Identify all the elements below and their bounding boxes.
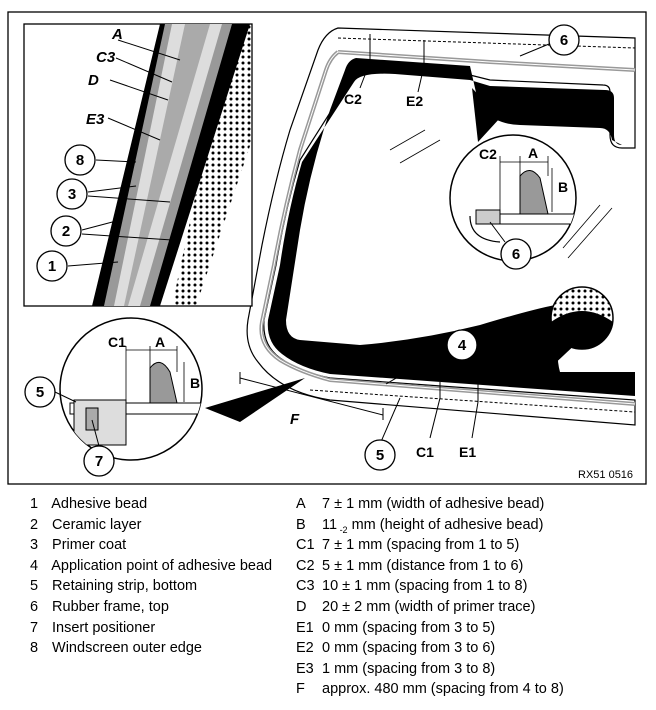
detail-letter-e3: E3 xyxy=(86,111,105,128)
legend-dimension: E1 0 mm (spacing from 3 to 5) xyxy=(296,618,651,639)
legend-item-text: Adhesive bead xyxy=(48,496,148,512)
legend-item: 3 Primer coat xyxy=(30,535,300,556)
legend-item-number: 2 xyxy=(30,516,39,533)
main-leaders xyxy=(379,43,550,445)
legend-item-text: Insert positioner xyxy=(48,619,156,636)
windscreen-glass xyxy=(246,27,636,426)
inset-left-b: B xyxy=(190,375,200,391)
legend-dimension-text: mm (height of adhesive bead) xyxy=(347,516,544,533)
legend-dimension-text: 10 ± 1 mm (spacing from 1 to 8) xyxy=(322,578,528,595)
legend-dimension: B 11 -2 mm (height of adhesive bead) xyxy=(296,515,651,536)
inset-top-section: C2 A B xyxy=(449,134,577,262)
callout-5-inset: 5 xyxy=(36,384,44,401)
legend-dimension-key: E3 xyxy=(296,660,314,677)
callout-6-top: 6 xyxy=(560,32,568,49)
inset-right-b: B xyxy=(558,179,568,195)
legend-dimension-key: E2 xyxy=(296,640,314,657)
dot-pattern-magnifier xyxy=(548,286,614,370)
legend-dimension: A 7 ± 1 mm (width of adhesive bead) xyxy=(296,494,651,515)
legend-dimension-tolerance: -2 xyxy=(337,524,348,535)
legend-item: 6 Rubber frame, top xyxy=(30,597,300,618)
legend-item-number: 5 xyxy=(30,578,39,595)
legend-dimension: C3 10 ± 1 mm (spacing from 1 to 8) xyxy=(296,576,651,597)
inset-right-a: A xyxy=(528,145,538,161)
legend-item-number: 1 xyxy=(30,496,39,512)
legend-dimension: E2 0 mm (spacing from 3 to 6) xyxy=(296,638,651,659)
inset-left-c1: C1 xyxy=(108,334,126,350)
callout-2: 2 xyxy=(62,223,70,240)
figure-code: RX51 0516 xyxy=(578,469,633,481)
detail-letter-c3: C3 xyxy=(96,49,116,66)
inset-right-c2: C2 xyxy=(479,146,497,162)
legend-dimension-text: 5 ± 1 mm (distance from 1 to 6) xyxy=(322,557,524,574)
legend-dimension-text: 7 ± 1 mm (spacing from 1 to 5) xyxy=(322,537,520,554)
legend-item-text: Primer coat xyxy=(48,537,127,554)
inset-left-connector xyxy=(205,378,305,422)
detail-letter-a: A xyxy=(111,26,123,43)
legend-dimension-text: 7 ± 1 mm (width of adhesive bead) xyxy=(322,496,545,512)
legend-item-number: 3 xyxy=(30,537,39,554)
legend-dimension-key: B xyxy=(296,516,306,533)
legend-item-number: 6 xyxy=(30,598,39,615)
number-callouts: 8 3 2 1 6 5 7 4 5 6 xyxy=(24,24,580,477)
legend-item-text: Rubber frame, top xyxy=(48,598,169,615)
legend-dimension: D 20 ± 2 mm (width of primer trace) xyxy=(296,597,651,618)
legend-dimension-key: C2 xyxy=(296,557,315,574)
inset-right-connector xyxy=(472,88,500,142)
legend-item-text: Ceramic layer xyxy=(48,516,142,533)
legend-item: 1 Adhesive bead xyxy=(30,494,300,515)
legend-item: 5 Retaining strip, bottom xyxy=(30,576,300,597)
legend-right: A 7 ± 1 mm (width of adhesive bead) B 11 -2… xyxy=(296,494,651,700)
legend-dimension-key: D xyxy=(296,598,307,615)
legend-item-number: 7 xyxy=(30,619,39,636)
legend-item-text: Windscreen outer edge xyxy=(48,640,202,657)
callout-1: 1 xyxy=(48,258,56,275)
windscreen-diagram: F C2 A B xyxy=(7,11,647,485)
legend-dimension-key: F xyxy=(296,681,305,698)
legend-item-number: 8 xyxy=(30,640,39,657)
callout-4: 4 xyxy=(458,337,467,354)
legend-dimension-text: 1 mm (spacing from 3 to 8) xyxy=(322,660,496,677)
e1-bottom-label: E1 xyxy=(459,444,476,460)
inset-bottom-section: C1 A B xyxy=(59,317,203,461)
c2-top-label: C2 xyxy=(344,91,362,107)
legend-dimension-key: E1 xyxy=(296,619,314,636)
legend-item: 8 Windscreen outer edge xyxy=(30,638,300,659)
detail-box: A C3 D E3 xyxy=(23,23,253,307)
legend-item: 2 Ceramic layer xyxy=(30,515,300,536)
legend-dimension: C2 5 ± 1 mm (distance from 1 to 6) xyxy=(296,556,651,577)
legend-dimension-text: 20 ± 2 mm (width of primer trace) xyxy=(322,598,536,615)
legend-dimension-key: C1 xyxy=(296,537,315,554)
callout-7: 7 xyxy=(95,453,103,470)
legend-dimension-value: 11 xyxy=(322,516,338,533)
legend-item: 4 Application point of adhesive bead xyxy=(30,556,300,577)
legend-dimension-text: 0 mm (spacing from 3 to 6) xyxy=(322,640,496,657)
legend-item-text: Retaining strip, bottom xyxy=(48,578,198,595)
legend-dimension-text: approx. 480 mm (spacing from 4 to 8) xyxy=(322,681,564,698)
callout-3: 3 xyxy=(68,186,76,203)
c1-bottom-label: C1 xyxy=(416,444,434,460)
callout-6-inset: 6 xyxy=(512,246,520,263)
legend-dimension-key: C3 xyxy=(296,578,315,595)
figure-frame xyxy=(7,11,647,485)
callout-8: 8 xyxy=(76,152,84,169)
f-dimension: F xyxy=(239,372,384,428)
callout-5-bottom: 5 xyxy=(376,447,384,464)
f-label: F xyxy=(290,411,300,428)
legend-dimension-key: A xyxy=(296,496,306,512)
legend-dimension: E3 1 mm (spacing from 3 to 8) xyxy=(296,659,651,680)
legend-item: 7 Insert positioner xyxy=(30,618,300,639)
legend-dimension-text: 0 mm (spacing from 3 to 5) xyxy=(322,619,496,636)
legend-item-number: 4 xyxy=(30,557,39,574)
legend-item-text: Application point of adhesive bead xyxy=(48,557,273,574)
detail-letter-d: D xyxy=(88,72,99,89)
inset-left-a: A xyxy=(155,334,165,350)
legend-dimension: C1 7 ± 1 mm (spacing from 1 to 5) xyxy=(296,535,651,556)
e2-top-label: E2 xyxy=(406,93,423,109)
